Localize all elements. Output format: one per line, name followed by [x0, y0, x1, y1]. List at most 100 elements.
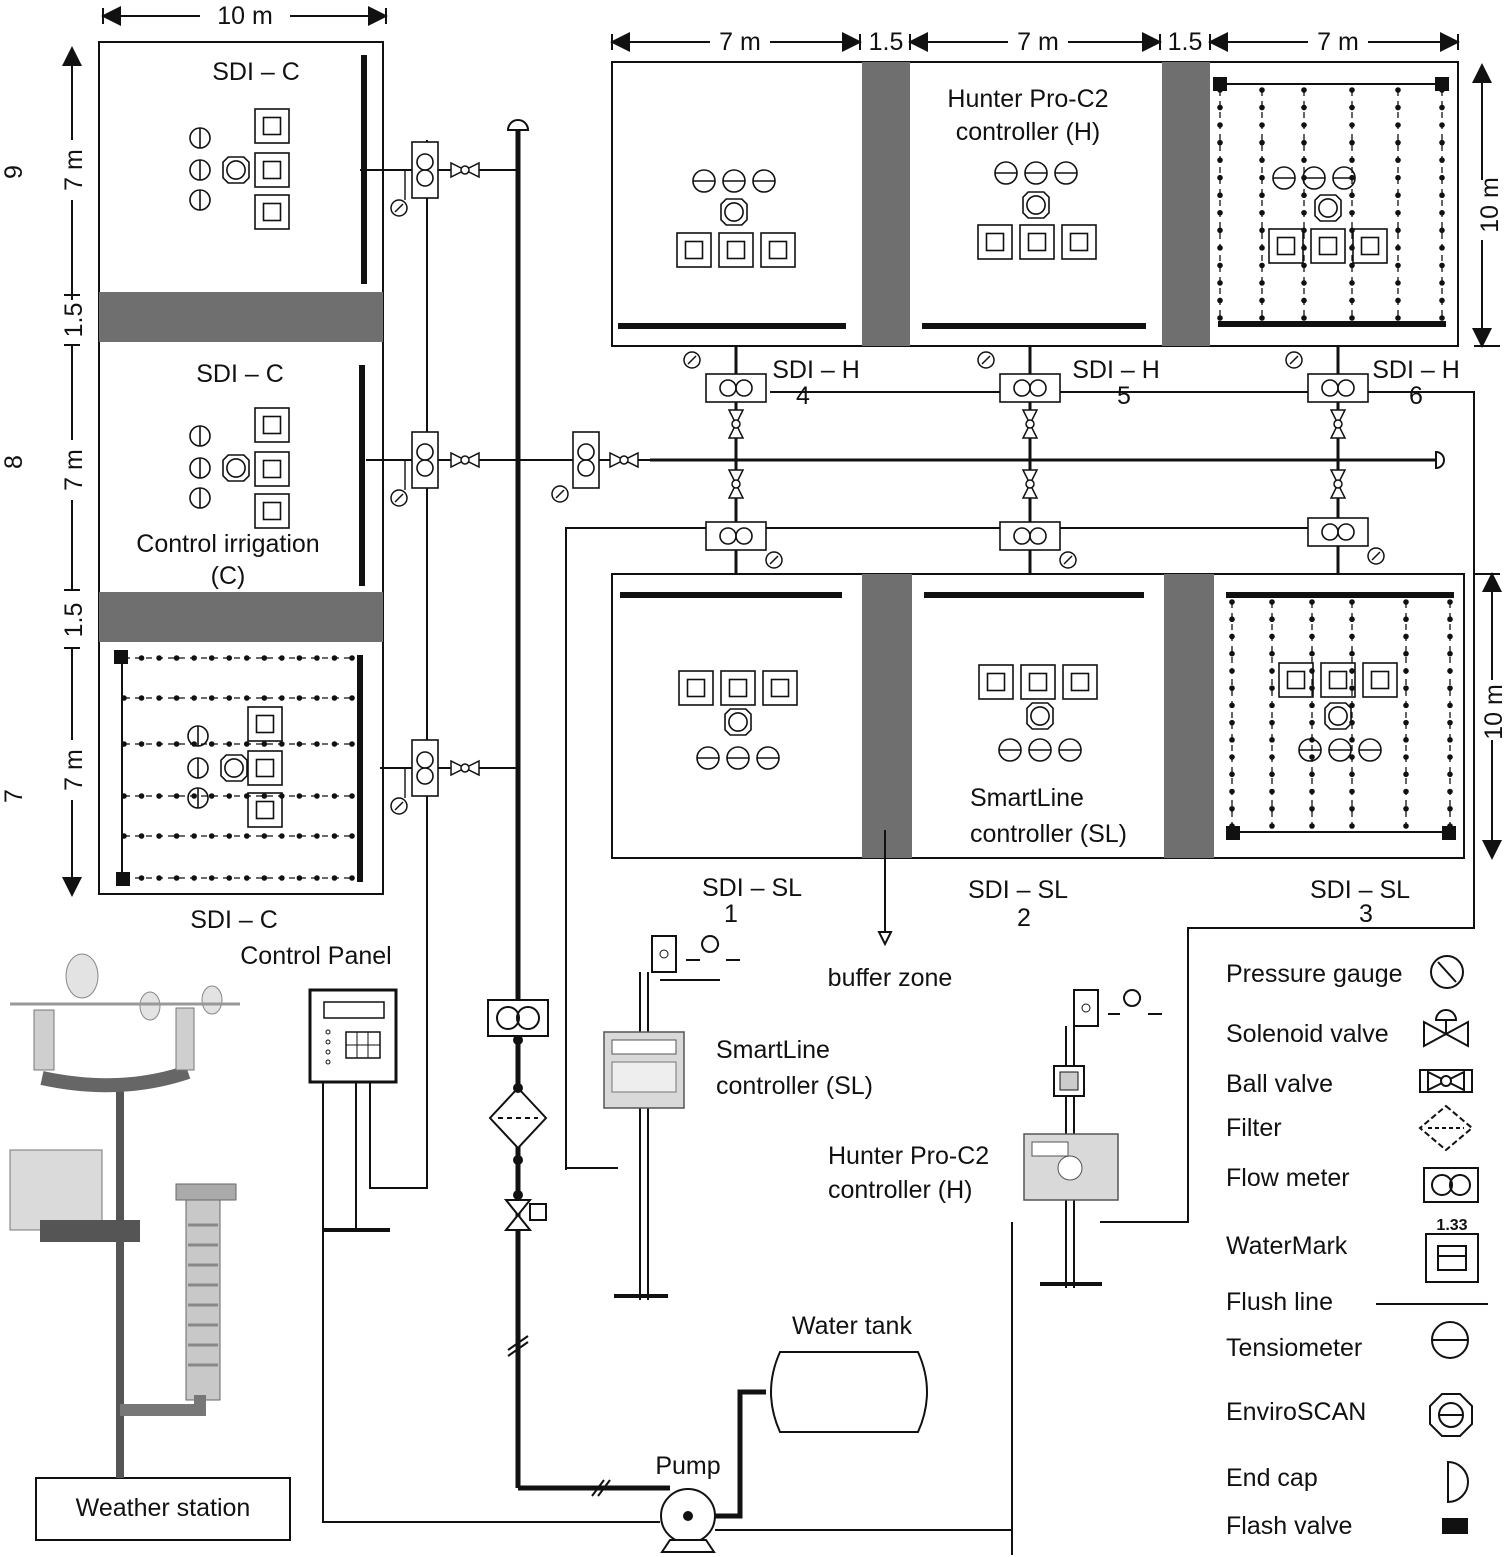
legend-label-filter: Filter [1226, 1114, 1282, 1142]
flash-valve-icon [1442, 1518, 1468, 1534]
pressure-gauge-icon [977, 351, 995, 369]
plot-label-c-mid: SDI – C [196, 360, 284, 388]
main-flow-meter-icon [487, 999, 549, 1045]
flow-meter-icon [572, 431, 600, 489]
dimension-lines [62, 6, 1502, 897]
dim-right-top-height: 10 m [1476, 177, 1504, 233]
enviroscan-icon [724, 708, 752, 736]
tensiometer-icon [1328, 738, 1352, 762]
watermark-icon [762, 670, 798, 706]
buffer-zone-sl-2 [1164, 574, 1214, 858]
plot-number-h-4: 4 [796, 382, 810, 410]
plot-number-sl-2: 2 [1017, 904, 1031, 932]
dim-top-width-1: 7 m [719, 28, 761, 56]
watermark-icon [1310, 228, 1346, 264]
legend-label-flow-meter: Flow meter [1226, 1164, 1350, 1192]
tensiometer-icon [1028, 738, 1052, 762]
legend-label-flush-line: Flush line [1226, 1288, 1333, 1316]
watermark-icon [676, 232, 712, 268]
plot-number-sl-3: 3 [1359, 900, 1373, 928]
watermark-icon [1278, 662, 1314, 698]
pressure-gauge-icon [1285, 351, 1303, 369]
ball-valve-icon [1419, 1069, 1473, 1093]
tensiometer-icon [1358, 738, 1382, 762]
solenoid-valve-icon [1423, 1009, 1469, 1048]
tensiometer-icon [189, 127, 211, 149]
tensiometer-icon [189, 425, 211, 447]
buffer-zone-sl-1 [862, 574, 912, 858]
enviroscan-icon [220, 754, 248, 782]
end-cap-icon [1447, 1460, 1469, 1504]
plot-note-c-1: Control irrigation [136, 530, 319, 558]
flow-meter-icon [1307, 517, 1369, 547]
enviroscan-icon [720, 198, 748, 226]
ball-valve-icon [727, 409, 745, 439]
flow-meter-icon [999, 373, 1061, 403]
dimension-labels: 10 m 7 m 1.5 7 m 1.5 7 m 7 m 1.5 7 m 1.5… [0, 2, 1507, 803]
tensiometer-icon [726, 746, 750, 770]
ball-valve-icon [450, 161, 480, 179]
control-panel-icon [308, 988, 398, 1232]
plot-label-c-bottom: SDI – C [190, 906, 278, 934]
plot-number-h-5: 5 [1117, 382, 1131, 410]
pressure-gauge-icon [765, 551, 783, 569]
main-solenoid-valve-icon [503, 1190, 547, 1231]
watermark-icon [718, 232, 754, 268]
dim-left-height-3: 7 m [60, 449, 88, 491]
plot-label-sl-2: SDI – SL [968, 876, 1068, 904]
ball-valve-icon [1329, 409, 1347, 439]
control-panel-label: Control Panel [240, 942, 391, 970]
tensiometer-icon [994, 161, 1018, 185]
sl-plot-frame: SmartLine controller (SL) [611, 573, 1465, 859]
pipe-devices [390, 141, 1385, 815]
legend-label-watermark: WaterMark [1226, 1232, 1348, 1260]
legend-label-end-cap: End cap [1226, 1464, 1318, 1492]
plot-labels-right: SDI – H 4 SDI – H 5 SDI – H 6 SDI – SL 1… [702, 356, 1460, 932]
watermark-icon: 1.33 [1425, 1217, 1479, 1283]
tensiometer-icon [189, 159, 211, 181]
enviroscan-icon [1314, 194, 1342, 222]
tensiometer-icon [1332, 166, 1356, 190]
tensiometer-icon [722, 169, 746, 193]
pressure-gauge-icon [551, 485, 569, 503]
pressure-gauge-icon [1367, 547, 1385, 565]
dim-right-bottom-height: 10 m [1480, 684, 1507, 740]
dim-top-width-2: 1.5 [869, 28, 904, 56]
ball-valve-icon [1021, 469, 1039, 499]
pressure-gauge-icon [1059, 551, 1077, 569]
watermark-icon [254, 493, 290, 529]
plot-label-h-5: SDI – H [1072, 356, 1160, 384]
tensiometer-icon [1272, 166, 1296, 190]
watermark-icon [1062, 664, 1098, 700]
tensiometer-icon [187, 725, 209, 747]
row-number-9: 9 [0, 165, 28, 179]
flow-meter-icon [705, 373, 767, 403]
watermark-icon [720, 670, 756, 706]
watermark-icon [254, 152, 290, 188]
ball-valve-icon [609, 451, 639, 469]
watermark-icon [1320, 662, 1356, 698]
pressure-gauge-icon [1430, 955, 1464, 989]
watermark-icon [678, 670, 714, 706]
hunter-label-2: controller (H) [828, 1176, 972, 1204]
legend-label-enviroscan: EnviroSCAN [1226, 1398, 1366, 1426]
dim-left-width: 10 m [217, 2, 273, 30]
dim-top-width-3: 7 m [1017, 28, 1059, 56]
watermark-icon [254, 451, 290, 487]
enviroscan-icon [222, 454, 250, 482]
weather-station-label: Weather station [76, 1494, 251, 1522]
watermark-icon [247, 750, 283, 786]
legend-label-ball-valve: Ball valve [1226, 1070, 1333, 1098]
watermark-icon [1362, 662, 1398, 698]
enviroscan-icon [222, 156, 250, 184]
watermark-icon [247, 706, 283, 742]
tensiometer-icon [1024, 161, 1048, 185]
plot-number-h-6: 6 [1409, 382, 1423, 410]
watermark-icon [254, 108, 290, 144]
hunter-label-1: Hunter Pro-C2 [828, 1142, 989, 1170]
watermark-icon [977, 224, 1013, 260]
pump-label: Pump [655, 1452, 720, 1480]
dim-left-height-1: 7 m [60, 149, 88, 191]
row-number-8: 8 [0, 455, 28, 469]
